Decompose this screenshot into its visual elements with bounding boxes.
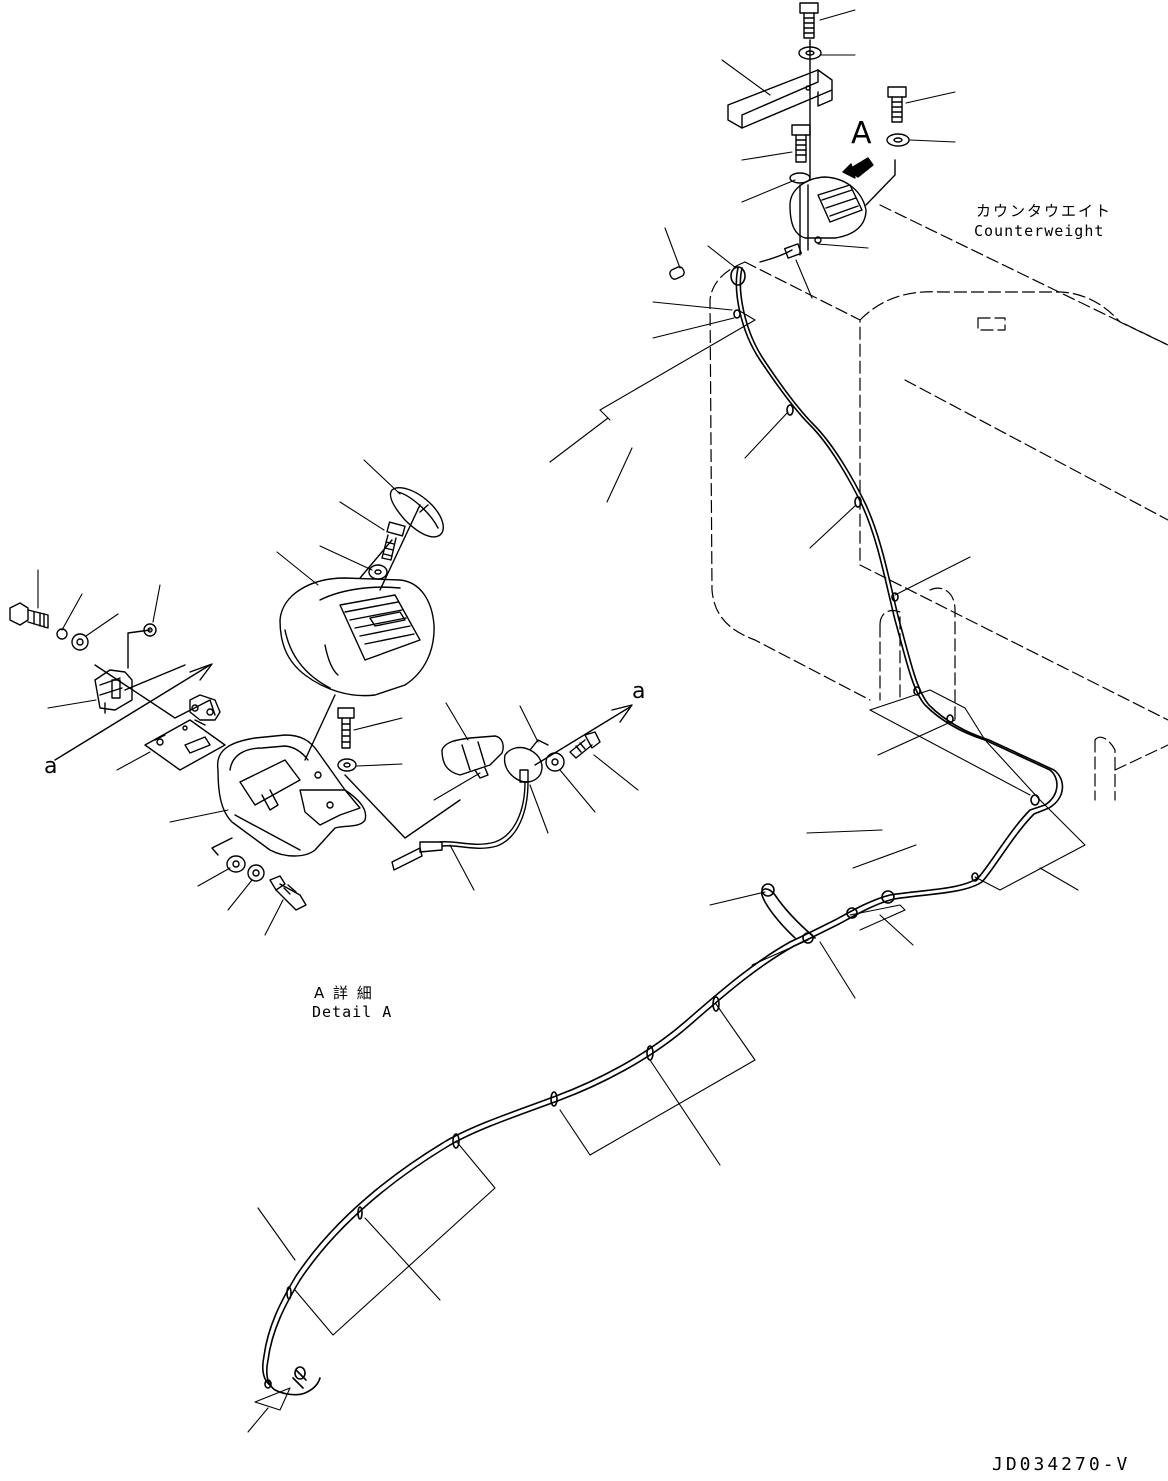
view-marker-label: A	[851, 116, 872, 151]
switch-connector-wire	[391, 781, 529, 871]
detail-washer-mid-hole	[343, 762, 351, 768]
leader-lines	[247, 9, 1079, 1433]
detail-washer-top-hole	[374, 569, 382, 575]
ref-arrow-left	[54, 663, 216, 761]
mounting-bracket	[727, 69, 833, 129]
detail-washer-bottom-hole	[252, 869, 260, 877]
detail-label-en: Detail A	[312, 1003, 393, 1021]
counterweight-label-en: Counterweight	[974, 222, 1105, 240]
detail-bolt-bottom	[269, 875, 307, 911]
ref-label-left: a	[44, 754, 58, 779]
leader-plate	[211, 837, 233, 856]
counterweight-label-jp: カウンタウエイト	[976, 202, 1113, 220]
detail-washer-left-hole	[76, 638, 84, 646]
pin	[669, 266, 685, 280]
hinge-bracket	[189, 694, 221, 721]
leader-nut	[127, 629, 151, 669]
leader-bracket	[344, 774, 461, 839]
detail-bolt-left	[9, 602, 49, 629]
lamp-connector	[759, 236, 822, 263]
ref-arrow-right	[534, 704, 633, 766]
detail-washer-bottom	[247, 864, 265, 882]
detail-washer-mid	[337, 758, 357, 772]
detail-nut-bottom	[226, 855, 246, 873]
mounting-plate	[144, 719, 226, 771]
washer-2	[886, 133, 910, 147]
detail-leader-lines	[37, 459, 639, 936]
leader-lens	[379, 504, 421, 591]
leader-lamp-body	[304, 694, 336, 761]
top-bolt-3	[791, 124, 811, 163]
switch-washer	[545, 752, 565, 772]
switch-wire-loop	[503, 739, 549, 783]
rear-lamp	[789, 159, 896, 239]
detail-bolt-mid	[337, 707, 355, 749]
detail-washer-left	[71, 633, 89, 651]
drawing-code: JD034270-V	[992, 1454, 1131, 1475]
view-arrow-head-icon	[842, 163, 856, 179]
switch-bolt	[569, 731, 601, 759]
washer-2-hole	[893, 137, 903, 143]
switch-housing	[441, 735, 504, 779]
ref-label-right: a	[632, 679, 646, 704]
detail-label-jp: A 詳 細	[314, 984, 374, 1002]
lamp-body	[279, 539, 435, 697]
top-bolt-2	[887, 86, 907, 123]
lamp-base	[217, 734, 367, 857]
wire-harness	[262, 266, 1064, 1396]
callout-boxes	[254, 309, 1086, 1411]
counterweight-outline	[709, 204, 1168, 801]
top-bolt-1	[799, 2, 819, 39]
detail-bolt-top	[381, 521, 406, 561]
detail-washer-top	[368, 564, 388, 580]
